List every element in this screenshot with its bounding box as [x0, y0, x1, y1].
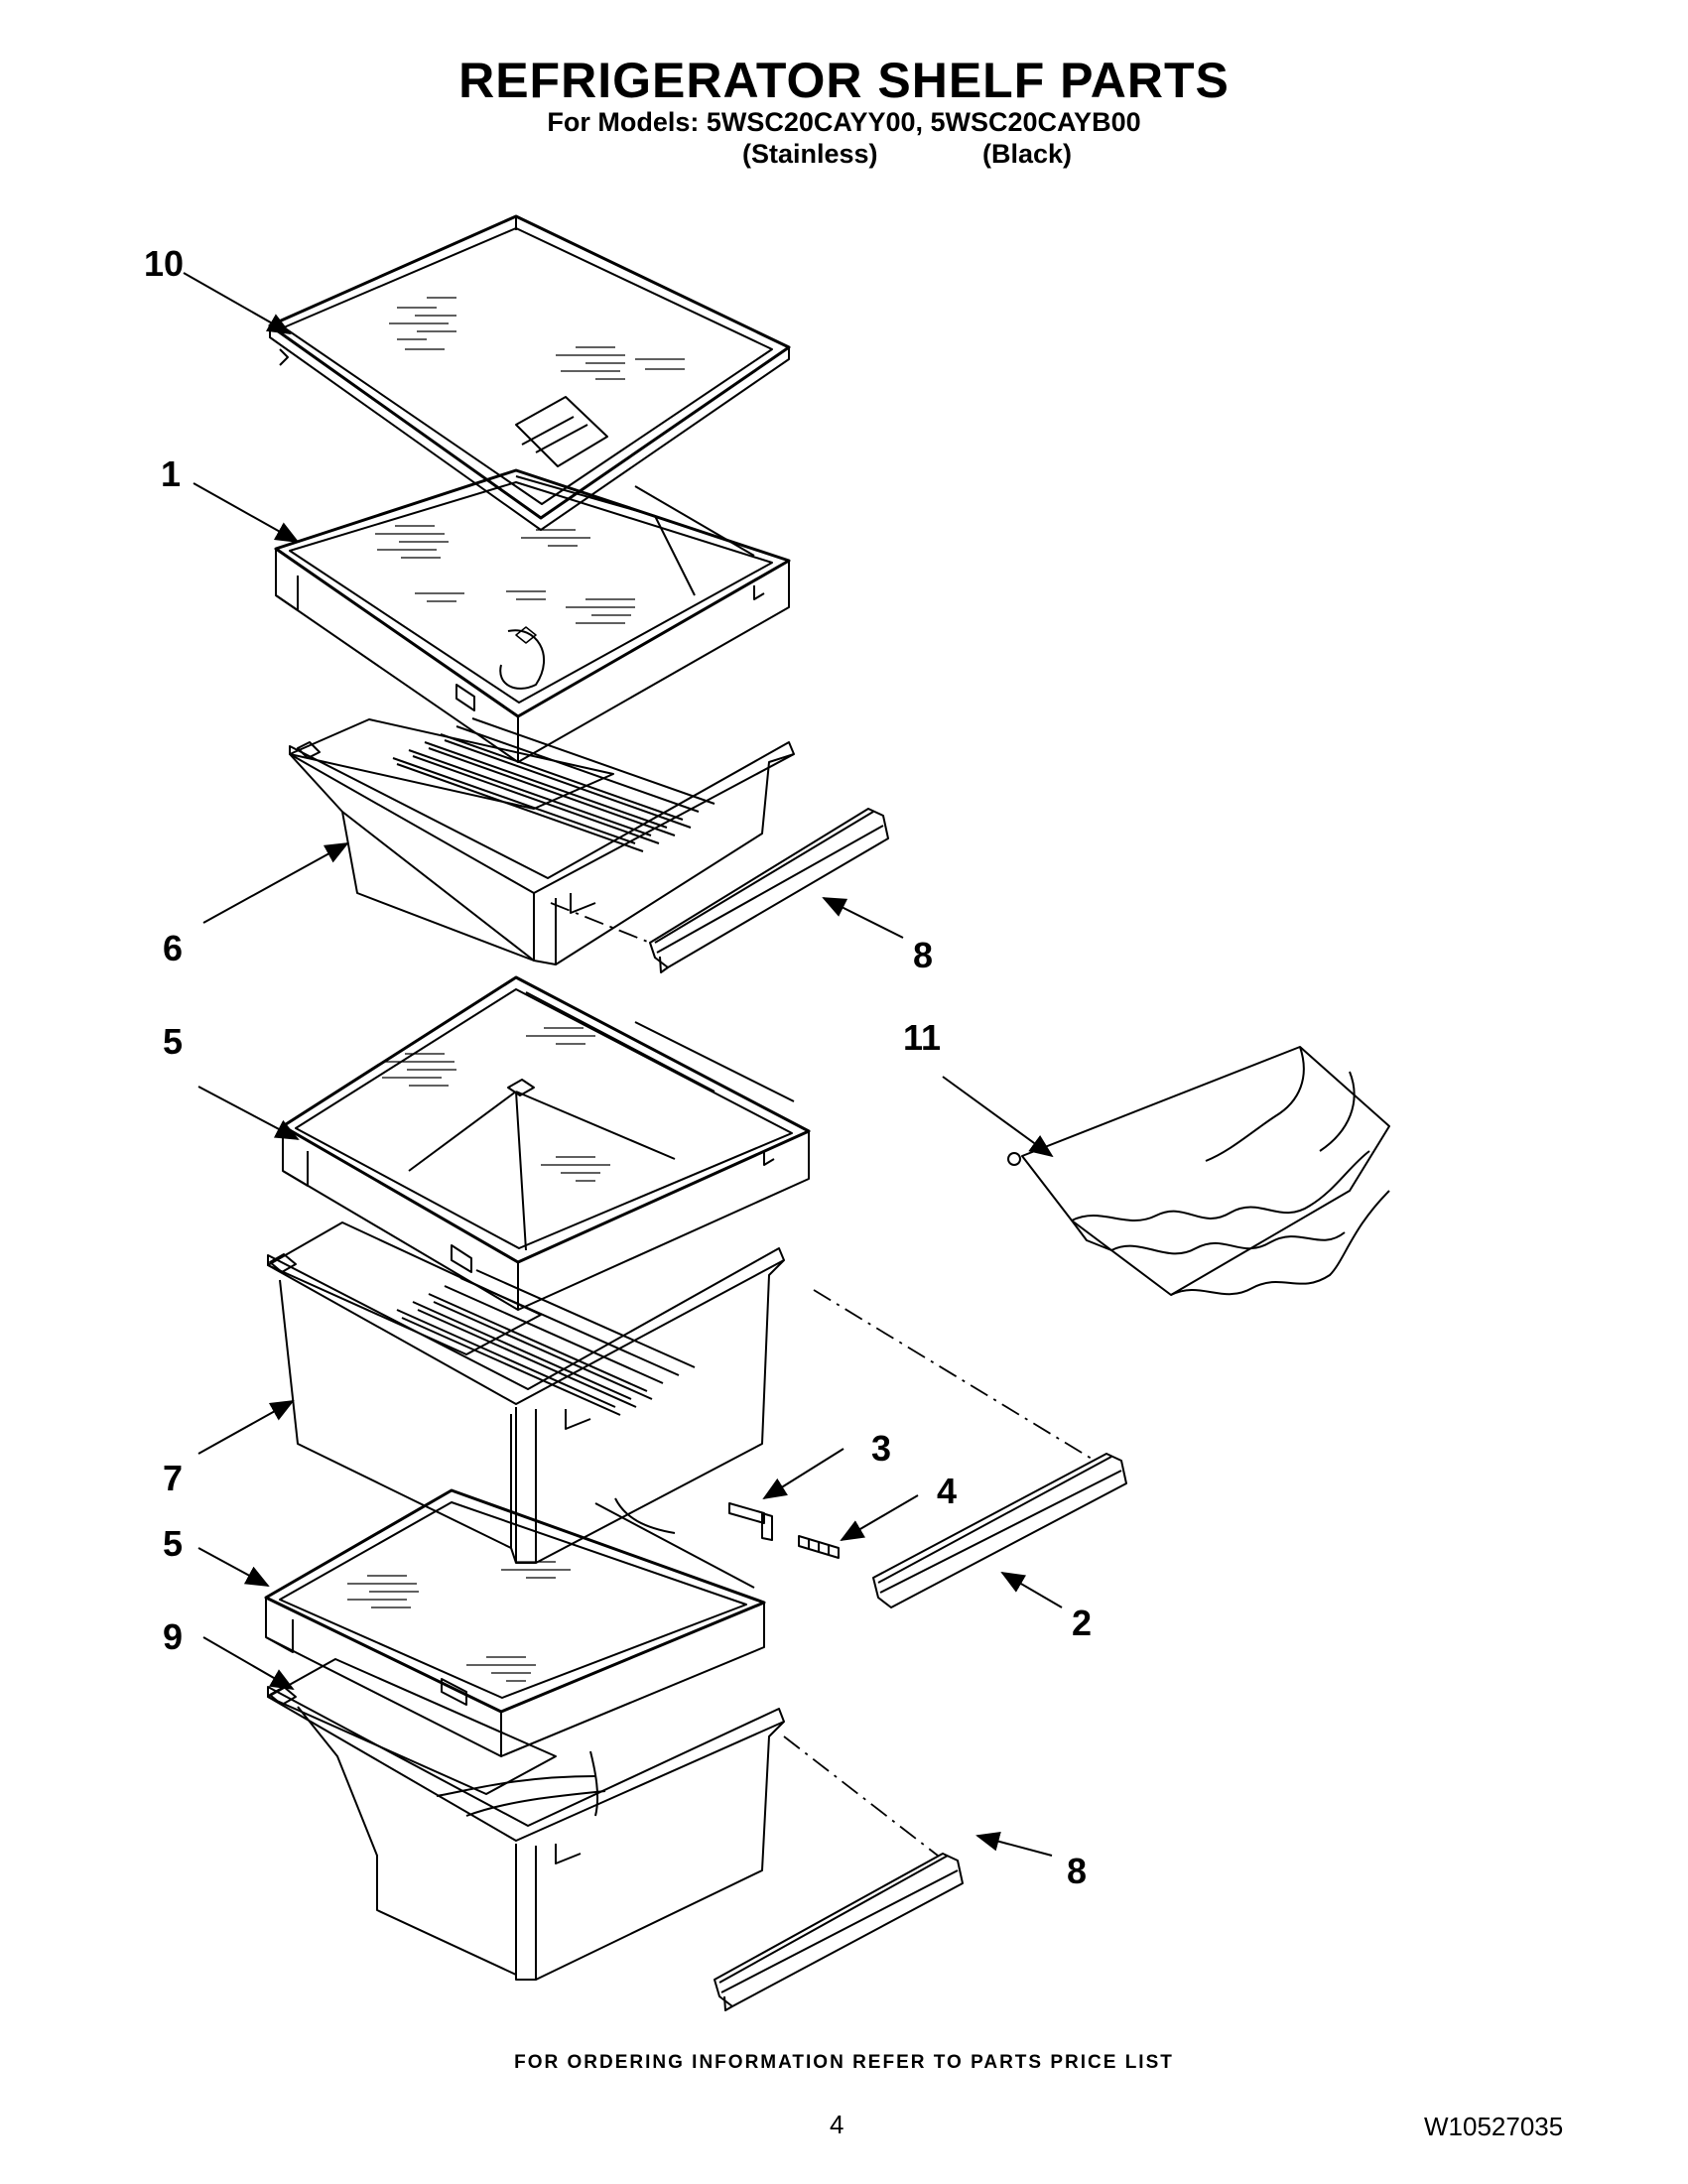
leader-arrow-3: [762, 1448, 844, 1500]
callout-8-upper: 8: [913, 935, 933, 975]
leader-arrows: [183, 272, 1063, 1857]
clip-part-3: [728, 1502, 773, 1541]
leader-arrow-4: [840, 1494, 919, 1542]
leader-arrow-11: [942, 1076, 1054, 1158]
leader-arrow-8-lower: [975, 1832, 1053, 1857]
leader-arrow-9: [202, 1636, 295, 1691]
callout-3: 3: [871, 1428, 891, 1469]
leader-arrow-5-lower: [197, 1547, 270, 1587]
shelf-part-10: [268, 214, 791, 531]
callout-9: 9: [163, 1616, 183, 1657]
leader-arrow-7: [197, 1400, 295, 1455]
callout-11: 11: [903, 1017, 941, 1058]
ordering-note: FOR ORDERING INFORMATION REFER TO PARTS …: [514, 2052, 1174, 2073]
page-number: 4: [830, 2110, 844, 2139]
shelf-part-5-lower: [264, 1488, 766, 1757]
models-line: For Models: 5WSC20CAYY00, 5WSC20CAYB00: [547, 107, 1141, 137]
page-title: REFRIGERATOR SHELF PARTS: [458, 53, 1230, 108]
leader-arrow-5-upper: [197, 1086, 300, 1140]
leader-arrow-2: [1000, 1571, 1063, 1608]
leader-arrow-10: [183, 272, 292, 334]
callout-7: 7: [163, 1458, 183, 1498]
callout-6: 6: [163, 928, 183, 968]
document-number: W10527035: [1424, 2112, 1564, 2141]
drawer-part-7: [267, 1221, 785, 1564]
drawer-part-9: [267, 1658, 785, 1981]
callout-4: 4: [937, 1471, 957, 1511]
trim-rail-part-8-lower: [714, 1853, 964, 2011]
alignment-lines: [550, 902, 1093, 1857]
variant-black: (Black): [982, 139, 1073, 169]
variant-stainless: (Stainless): [742, 139, 878, 169]
shelf-part-5-upper: [281, 975, 811, 1311]
callout-1: 1: [161, 453, 181, 494]
shelf-part-1: [274, 468, 791, 763]
callout-10: 10: [144, 243, 184, 284]
callout-5-lower: 5: [163, 1523, 183, 1564]
callout-8-lower: 8: [1067, 1851, 1087, 1891]
leader-arrow-1: [193, 482, 300, 543]
leader-arrow-6: [202, 842, 349, 924]
wine-rack-part-11: [1007, 1046, 1390, 1296]
drawer-part-6: [289, 717, 795, 965]
trim-rail-part-2: [872, 1453, 1127, 1608]
callout-5-upper: 5: [163, 1021, 183, 1062]
callout-2: 2: [1072, 1603, 1092, 1643]
bracket-part-4: [798, 1535, 840, 1559]
alignment-line-rail-8-lower: [783, 1735, 939, 1857]
alignment-line-rail-2: [813, 1289, 1093, 1460]
trim-rail-part-8-upper: [649, 808, 889, 973]
alignment-line-rail-8-upper: [550, 902, 651, 944]
leader-arrow-8-upper: [822, 897, 904, 939]
